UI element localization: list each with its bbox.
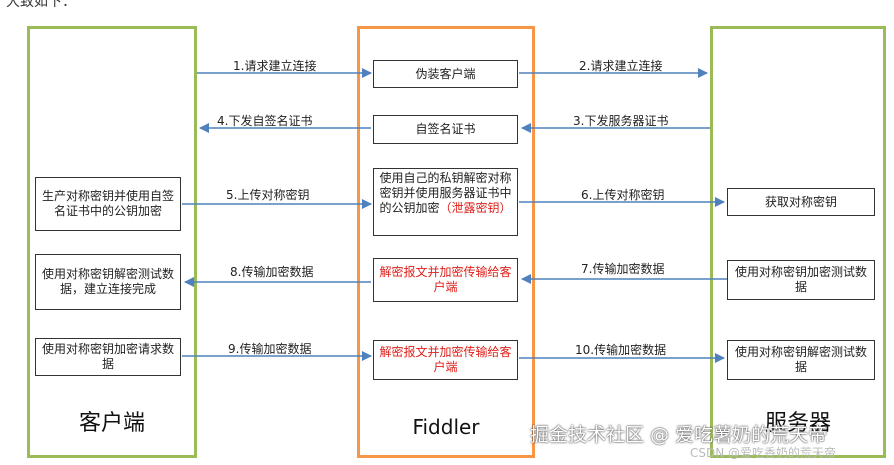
- client-lane-title: 客户端: [78, 411, 145, 436]
- server-decrypt-test-label: 使用对称密钥解密测试数据: [734, 345, 867, 374]
- arrow-label-2: 2.请求建立连接: [579, 59, 663, 73]
- arrow-label-5: 5.上传对称密钥: [226, 188, 310, 202]
- fiddler-decrypt-key-box: 使用自己的私钥解密对称密钥并使用服务器证书中的公钥加密（泄露密钥）: [373, 168, 518, 236]
- server-decrypt-test-box: 使用对称密钥解密测试数据: [727, 340, 875, 380]
- client-decrypt-test-box: 使用对称密钥解密测试数据，建立连接完成: [35, 254, 181, 310]
- watermark-text: 掘金技术社区 @ 爱吃薯奶的荒天帝: [530, 424, 828, 446]
- fiddler-relay-label-2: 解密报文并加密传输给客户端: [379, 345, 512, 374]
- server-encrypt-test-box: 使用对称密钥加密测试数据: [727, 260, 875, 300]
- fake-client-box: 伪装客户端: [373, 60, 518, 88]
- client-gen-key-box: 生产对称密钥并使用自签名证书中的公钥加密: [35, 177, 181, 231]
- arrow-label-10: 10.传输加密数据: [575, 343, 667, 357]
- fake-client-label: 伪装客户端: [415, 66, 476, 81]
- key-leak-label: （泄露密钥）: [439, 201, 512, 215]
- client-encrypt-request-box: 使用对称密钥加密请求数据: [35, 338, 181, 376]
- fiddler-relay-box-2: 解密报文并加密传输给客户端: [373, 340, 518, 380]
- client-decrypt-test-label: 使用对称密钥解密测试数据，建立连接完成: [41, 267, 174, 296]
- arrow-label-9: 9.传输加密数据: [228, 342, 312, 356]
- server-get-key-box: 获取对称密钥: [727, 188, 875, 216]
- self-signed-cert-label: 自签名证书: [415, 122, 476, 136]
- arrow-label-3: 3.下发服务器证书: [573, 114, 669, 128]
- server-lane: 服务器: [710, 26, 886, 458]
- server-get-key-label: 获取对称密钥: [764, 194, 837, 209]
- arrow-label-8: 8.传输加密数据: [230, 265, 314, 279]
- csdn-watermark: CSDN @爱吃香奶的荒天帝: [690, 446, 837, 460]
- fiddler-relay-label-1: 解密报文并加密传输给客户端: [379, 265, 512, 294]
- server-lane-title: 服务器: [764, 411, 831, 436]
- intro-text: 大致如下：: [6, 0, 76, 10]
- client-lane: 客户端: [27, 26, 197, 458]
- arrow-label-6: 6.上传对称密钥: [581, 188, 665, 202]
- arrow-label-1: 1.请求建立连接: [233, 59, 317, 73]
- client-gen-key-label: 生产对称密钥并使用自签名证书中的公钥加密: [41, 189, 174, 218]
- fiddler-lane: Fiddler: [357, 26, 535, 458]
- client-encrypt-request-label: 使用对称密钥加密请求数据: [41, 342, 174, 371]
- arrow-label-4: 4.下发自签名证书: [217, 114, 313, 128]
- server-encrypt-test-label: 使用对称密钥加密测试数据: [734, 265, 867, 294]
- fiddler-decrypt-key-label: 使用自己的私钥解密对称密钥并使用服务器证书中的公钥加密: [379, 171, 512, 215]
- fiddler-lane-title: Fiddler: [412, 415, 480, 439]
- arrow-label-7: 7.传输加密数据: [581, 262, 665, 276]
- self-signed-cert-box: 自签名证书: [373, 115, 518, 144]
- fiddler-relay-box-1: 解密报文并加密传输给客户端: [373, 258, 518, 302]
